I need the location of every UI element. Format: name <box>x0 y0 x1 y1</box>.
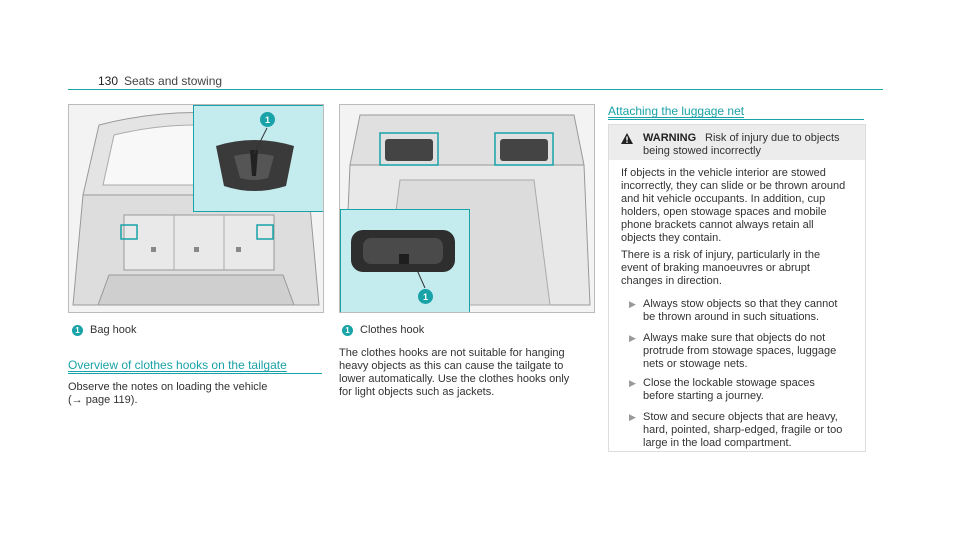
section-heading-clothes-hooks: Overview of clothes hooks on the tailgat… <box>68 358 287 372</box>
callout-1: 1 <box>260 112 275 127</box>
page-number: 130 <box>98 74 119 88</box>
bag-hook-detail <box>216 127 294 191</box>
figure-trunk-bag-hooks: 1 <box>68 104 324 313</box>
bullet-line: nets or stowage nets. <box>643 358 748 370</box>
bullet-arrow-icon: ▶ <box>629 299 636 309</box>
warning-para-line: objects they contain. <box>621 232 722 244</box>
legend-number: 1 <box>72 325 83 336</box>
bullet-line: before starting a journey. <box>643 390 764 402</box>
body-text-line: The clothes hooks are not suitable for h… <box>339 347 565 359</box>
warning-para-line: If objects in the vehicle interior are s… <box>621 167 826 179</box>
figure-tailgate-clothes-hooks: 1 <box>339 104 595 313</box>
body-text-line: heavy objects as this can cause the tail… <box>339 360 564 372</box>
warning-title-line: Risk of injury due to objects <box>705 132 840 144</box>
bullet-line: Always stow objects so that they cannot <box>643 298 838 310</box>
bullet-line: large in the load compartment. <box>643 437 792 449</box>
heading-rule <box>68 373 322 374</box>
page-reference-link[interactable]: (→ page 119). <box>68 394 138 406</box>
warning-para-line: holders, open stowage spaces and mobile <box>621 206 827 218</box>
body-text-line: for light objects such as jackets. <box>339 386 495 398</box>
warning-title-line: being stowed incorrectly <box>643 145 762 157</box>
legend-bag-hook: Bag hook <box>90 324 137 336</box>
page-title: Seats and stowing <box>124 74 223 88</box>
bullet-line: hard, pointed, sharp-edged, fragile or t… <box>643 424 843 436</box>
warning-para-line: changes in direction. <box>621 275 722 287</box>
body-text-line: lower automatically. Use the clothes hoo… <box>339 373 570 385</box>
bullet-line: protrude from stowage spaces, luggage <box>643 345 837 357</box>
warning-para-line: incorrectly, they can slide or be thrown… <box>621 180 846 192</box>
bullet-line: Stow and secure objects that are heavy, <box>643 411 838 423</box>
bullet-arrow-icon: ▶ <box>629 412 636 422</box>
clothes-hook-detail <box>351 230 455 289</box>
warning-label: WARNING <box>643 132 697 144</box>
warning-box: WARNING Risk of injury due to objects be… <box>608 124 866 452</box>
figure1-inset: 1 <box>193 105 323 212</box>
callout-1: 1 <box>418 289 433 304</box>
legend-number: 1 <box>342 325 353 336</box>
body-text-observe: Observe the notes on loading the vehicle <box>68 381 268 393</box>
bullet-arrow-icon: ▶ <box>629 333 636 343</box>
warning-header: WARNING Risk of injury due to objects be… <box>609 125 865 160</box>
bullet-line: be thrown around in such situations. <box>643 311 820 323</box>
section-heading-luggage-net: Attaching the luggage net <box>608 104 745 118</box>
warning-para-line: There is a risk of injury, particularly … <box>621 249 821 261</box>
warning-para-line: and hit vehicle occupants. In addition, … <box>621 193 826 205</box>
heading-rule <box>608 119 864 120</box>
bullet-line: Always make sure that objects do not <box>643 332 826 344</box>
warning-para-line: event of braking manoeuvres or abrupt <box>621 262 810 274</box>
bullet-arrow-icon: ▶ <box>629 378 636 388</box>
legend-clothes-hook: Clothes hook <box>360 324 425 336</box>
figure2-inset: 1 <box>340 209 470 312</box>
bullet-line: Close the lockable stowage spaces <box>643 377 815 389</box>
warning-triangle-icon <box>621 133 633 144</box>
warning-para-line: phone brackets cannot always retain all <box>621 219 814 231</box>
header-rule <box>68 89 883 90</box>
